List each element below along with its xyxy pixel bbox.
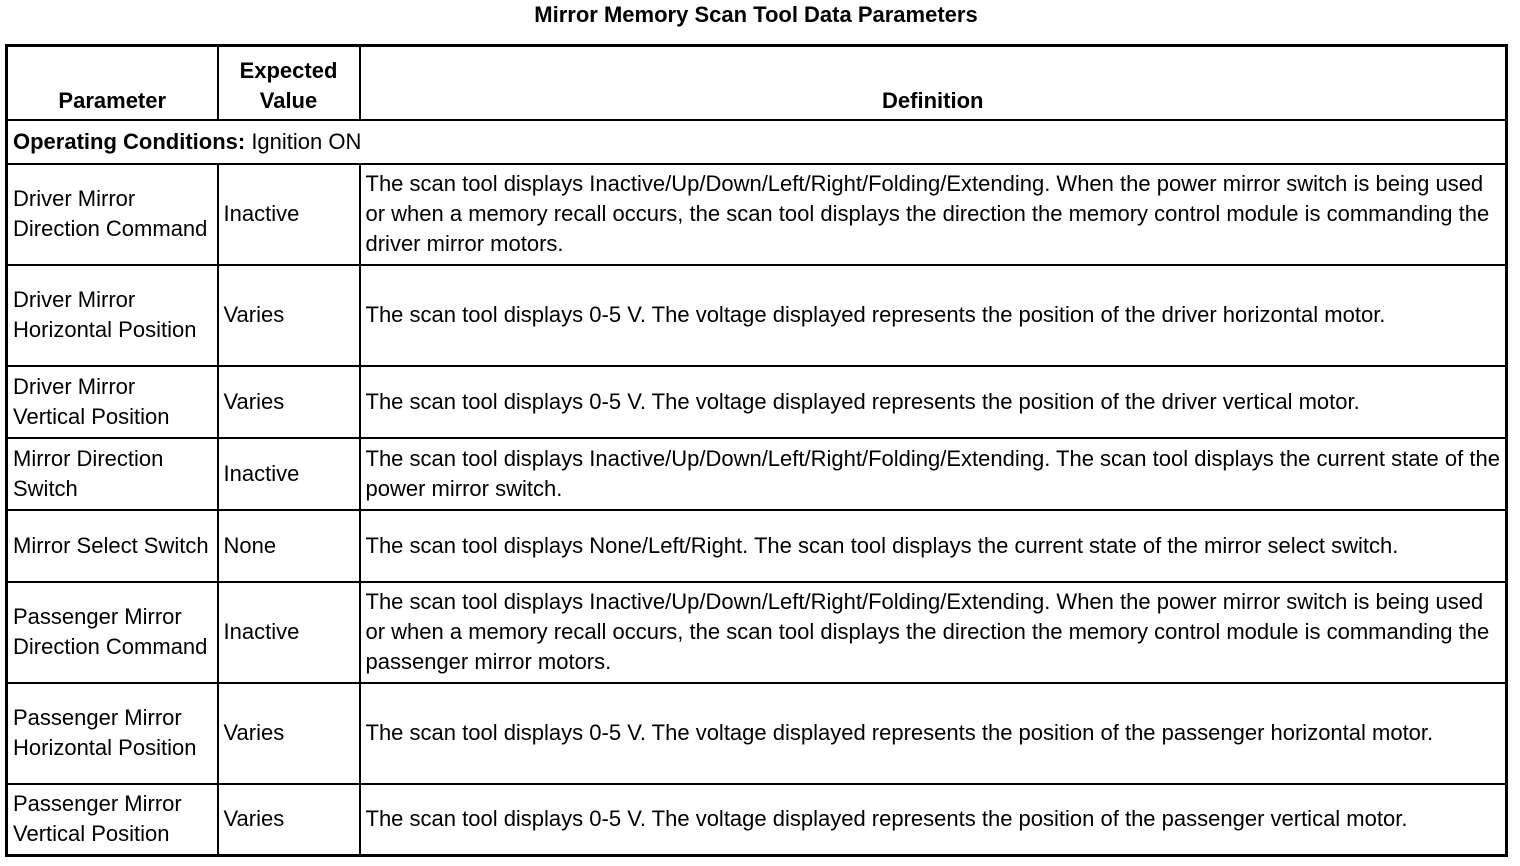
expected-value-cell: Inactive bbox=[216, 162, 361, 266]
operating-conditions-row: Operating Conditions: Ignition ON bbox=[5, 118, 1508, 165]
definition-cell: The scan tool displays 0-5 V. The voltag… bbox=[358, 782, 1508, 857]
table-row: Driver Mirror Vertical Position Varies T… bbox=[5, 364, 1508, 439]
expected-value-cell: Varies bbox=[216, 681, 361, 785]
expected-value-cell: None bbox=[216, 508, 361, 583]
definition-cell: The scan tool displays 0-5 V. The voltag… bbox=[358, 681, 1508, 785]
table-row: Passenger Mirror Vertical Position Varie… bbox=[5, 782, 1508, 857]
definition-cell: The scan tool displays 0-5 V. The voltag… bbox=[358, 263, 1508, 367]
parameter-cell: Driver Mirror Vertical Position bbox=[5, 364, 219, 439]
table-row: Mirror Select Switch None The scan tool … bbox=[5, 508, 1508, 583]
expected-value-cell: Varies bbox=[216, 364, 361, 439]
expected-value-cell: Varies bbox=[216, 782, 361, 857]
operating-conditions-cell: Operating Conditions: Ignition ON bbox=[5, 118, 1508, 165]
parameter-cell: Passenger Mirror Vertical Position bbox=[5, 782, 219, 857]
definition-cell: The scan tool displays 0-5 V. The voltag… bbox=[358, 364, 1508, 439]
table-row: Driver Mirror Horizontal Position Varies… bbox=[5, 263, 1508, 367]
definition-cell: The scan tool displays Inactive/Up/Down/… bbox=[358, 436, 1508, 511]
page-title: Mirror Memory Scan Tool Data Parameters bbox=[534, 2, 978, 27]
parameter-cell: Driver Mirror Direction Command bbox=[5, 162, 219, 266]
operating-conditions-value: Ignition ON bbox=[245, 128, 362, 154]
definition-cell: The scan tool displays Inactive/Up/Down/… bbox=[358, 580, 1508, 684]
table-row: Passenger Mirror Horizontal Position Var… bbox=[5, 681, 1508, 785]
column-header-parameter: Parameter bbox=[5, 44, 219, 121]
column-header-expected-value: Expected Value bbox=[216, 44, 361, 121]
expected-value-cell: Inactive bbox=[216, 580, 361, 684]
definition-cell: The scan tool displays Inactive/Up/Down/… bbox=[358, 162, 1508, 266]
column-header-definition: Definition bbox=[358, 44, 1508, 121]
table-header-row: Parameter Expected Value Definition bbox=[5, 44, 1508, 121]
parameter-cell: Passenger Mirror Direction Command bbox=[5, 580, 219, 684]
expected-value-cell: Inactive bbox=[216, 436, 361, 511]
expected-value-cell: Varies bbox=[216, 263, 361, 367]
definition-cell: The scan tool displays None/Left/Right. … bbox=[358, 508, 1508, 583]
table-row: Driver Mirror Direction Command Inactive… bbox=[5, 162, 1508, 266]
parameter-cell: Driver Mirror Horizontal Position bbox=[5, 263, 219, 367]
scan-tool-data-table: Parameter Expected Value Definition Oper… bbox=[5, 44, 1508, 857]
parameter-cell: Mirror Select Switch bbox=[5, 508, 219, 583]
parameter-cell: Mirror Direction Switch bbox=[5, 436, 219, 511]
parameter-cell: Passenger Mirror Horizontal Position bbox=[5, 681, 219, 785]
table-row: Mirror Direction Switch Inactive The sca… bbox=[5, 436, 1508, 511]
table-row: Passenger Mirror Direction Command Inact… bbox=[5, 580, 1508, 684]
operating-conditions-label: Operating Conditions: bbox=[13, 128, 246, 154]
